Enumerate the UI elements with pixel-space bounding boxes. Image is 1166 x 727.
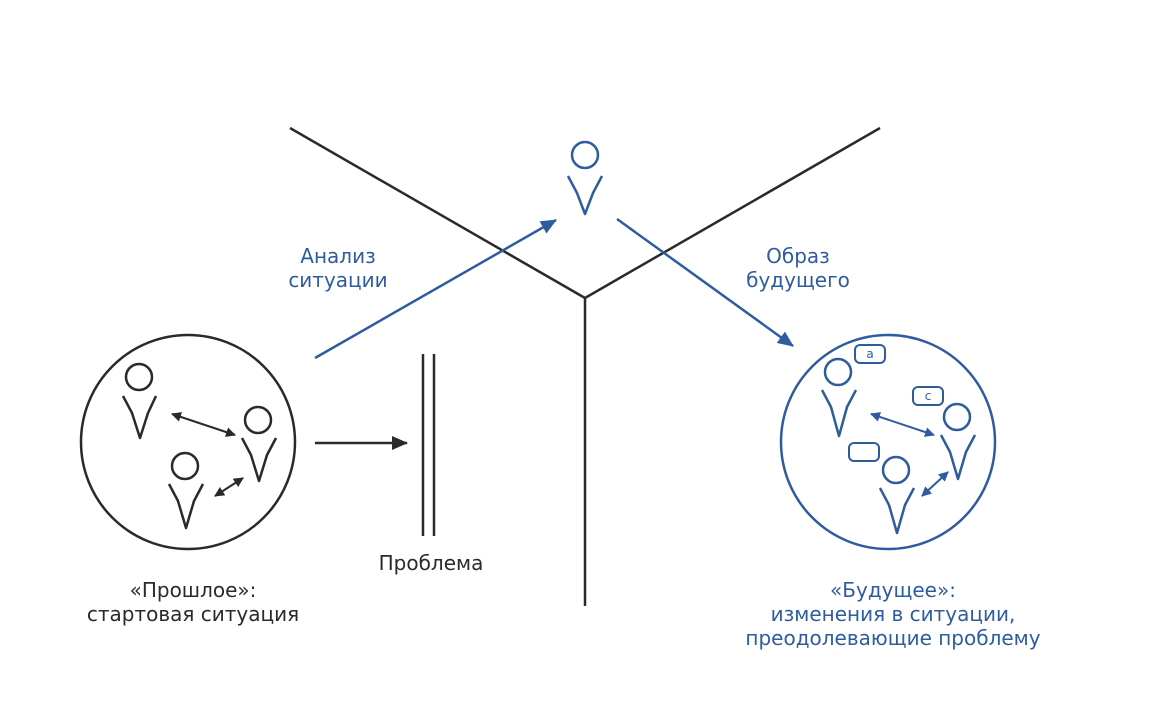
badge-empty [848, 442, 880, 462]
future-image-label-line: будущего [746, 268, 850, 292]
interaction-arrow [921, 471, 949, 497]
interaction-arrow [214, 477, 244, 497]
analysis-label-line: ситуации [288, 268, 388, 292]
analysis-label-line: Анализ [300, 244, 376, 268]
problem-label: Проблема [378, 551, 484, 575]
future-label-line: «Будущее»: [830, 578, 956, 602]
y-divider [289, 126, 881, 606]
future-image-label-line: Образ [766, 244, 830, 268]
past-label-line: стартовая ситуация [86, 602, 300, 626]
problem-barrier [421, 354, 436, 536]
future-situation-circle: a c [779, 333, 997, 551]
badge-a [854, 344, 886, 364]
observer-person-icon [566, 140, 604, 216]
past-label-line: «Прошлое»: [129, 578, 257, 602]
future-image-arrow [616, 217, 794, 348]
interaction-arrow [171, 412, 236, 437]
future-image-label: Образ будущего [733, 244, 863, 292]
past-label: «Прошлое»: стартовая ситуация [78, 578, 308, 626]
person-icon [240, 405, 278, 483]
future-label: «Будущее»: изменения в ситуации, преодол… [733, 578, 1053, 650]
person-icon [121, 362, 158, 440]
future-label-line: изменения в ситуации, [770, 602, 1016, 626]
badge-c [912, 386, 944, 406]
badge-c-label: c [925, 389, 932, 403]
future-label-line: преодолевающие проблему [745, 626, 1041, 650]
analysis-label: Анализ ситуации [278, 244, 398, 292]
past-situation-circle [79, 333, 297, 551]
person-icon [167, 451, 205, 530]
interaction-arrow [870, 412, 935, 437]
person-icon [878, 455, 916, 535]
badge-a-label: a [866, 347, 873, 361]
analysis-arrow [314, 218, 557, 360]
person-icon [939, 402, 977, 481]
person-icon [820, 357, 858, 438]
